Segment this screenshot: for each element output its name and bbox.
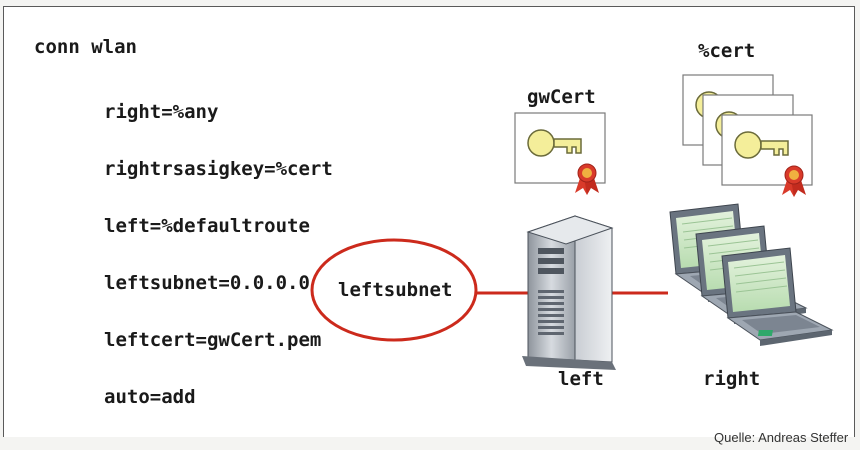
left-label: left: [558, 368, 604, 390]
gateway-cert-icon: [514, 112, 606, 196]
right-label: right: [703, 368, 761, 390]
config-line: rightrsasigkey=%cert: [104, 158, 333, 180]
cert-stack-icon: [682, 74, 813, 198]
config-line: right=%any: [104, 101, 219, 123]
laptop-icon: [721, 247, 833, 347]
cert-group-label: %cert: [698, 40, 756, 62]
gw-cert-label: gwCert: [527, 86, 596, 108]
config-line: left=%defaultroute: [104, 215, 310, 237]
config-line: leftcert=gwCert.pem: [104, 329, 322, 351]
leftsubnet-ellipse: [310, 238, 478, 342]
config-block: right=%any rightrsasigkey=%cert left=%de…: [104, 65, 333, 445]
server-icon: [522, 215, 616, 370]
config-line: auto=add: [104, 386, 196, 408]
config-line: leftsubnet=0.0.0.0/0: [104, 272, 333, 294]
config-title: conn wlan: [34, 36, 137, 58]
subnet-label: leftsubnet: [338, 279, 453, 301]
source-credit: Quelle: Andreas Steffer: [714, 430, 849, 445]
